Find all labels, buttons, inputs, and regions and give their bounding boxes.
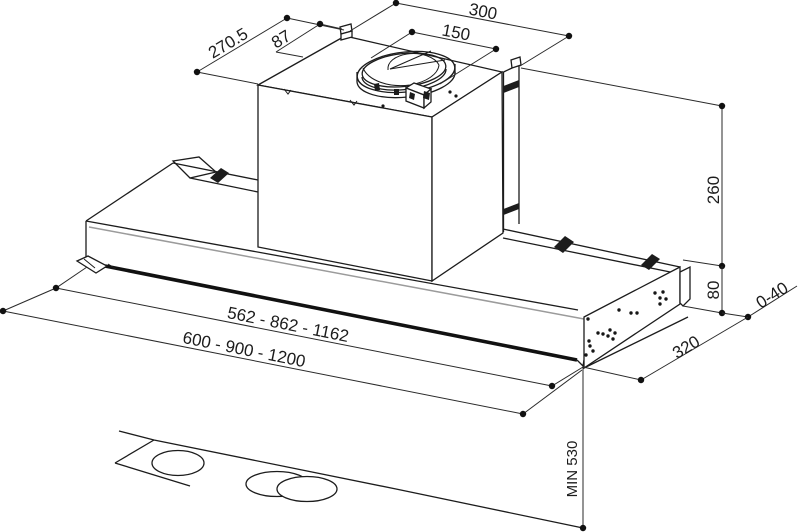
left-mounting-bracket [75, 255, 117, 274]
collar-tab [374, 83, 380, 91]
dim-bracket-width: 300 [349, 0, 573, 67]
dim-label-duct-diameter: 150 [440, 21, 471, 45]
dim-label-total-width: 600 - 900 - 1200 [181, 328, 307, 371]
right-wall-bracket-tab [679, 265, 691, 307]
dim-label-spigot-offset: 87 [268, 26, 294, 52]
rear-mounting-strip [171, 156, 681, 275]
left-wall-rail-tab [339, 23, 353, 41]
burner-ring [276, 475, 338, 503]
right-wall-rail [502, 56, 522, 232]
terminal-box [404, 82, 433, 110]
mounting-holes [584, 290, 668, 357]
dim-label-bracket-width: 300 [467, 0, 498, 24]
dim-front-adjust: 0-40 [721, 278, 798, 321]
cooktop [114, 430, 584, 529]
right-end-panel [583, 265, 691, 370]
notch-mark [349, 99, 358, 106]
notch-mark [283, 88, 292, 95]
dim-label-body-height: 80 [704, 281, 723, 300]
dim-label-top-depth: 270.5 [205, 24, 251, 62]
dim-label-bracket-height: 260 [704, 176, 723, 204]
dim-bracket-height: 260 [520, 67, 726, 270]
blower-scroll [362, 50, 446, 87]
collar-tab [394, 89, 399, 95]
dim-label-front-adjust: 0-40 [753, 278, 792, 312]
burner-ring [151, 449, 205, 477]
dim-label-min-hob-distance: MIN 530 [564, 441, 581, 498]
dim-body-height: 80 [682, 266, 726, 317]
dim-label-body-depth: 320 [669, 332, 703, 363]
dim-min-hob-distance: MIN 530 [564, 366, 587, 532]
motor-housing [256, 23, 504, 283]
